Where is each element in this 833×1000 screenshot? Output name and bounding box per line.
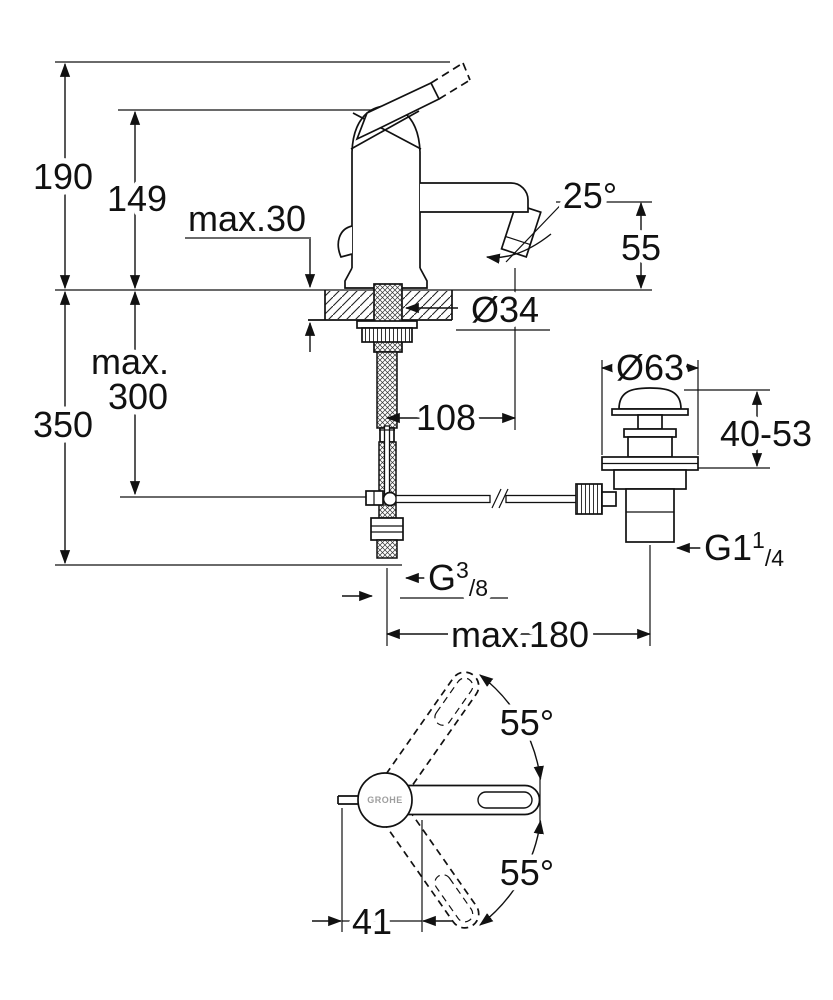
body-sides: [351, 152, 421, 268]
handle-lever-dashed-extent: [430, 62, 471, 100]
dim-handle-offset-label: 41: [352, 901, 392, 942]
rear-knob: [337, 225, 353, 259]
dim-total-depth-label: 350: [33, 404, 93, 445]
handle-lever: [355, 81, 441, 141]
thread-nipple: [376, 539, 398, 559]
horizontal-rod-left: [395, 494, 491, 504]
dim-spout-reach-label: 108: [416, 397, 476, 438]
dim-spout-angle-label: 25°: [563, 175, 617, 216]
drain-lower-body: [613, 469, 687, 490]
dome-base-plate: [611, 408, 689, 416]
pop-up-rod: [365, 425, 617, 515]
dim-overall-height-label: 190: [33, 156, 93, 197]
dim-handle-swing-up-label: 55°: [500, 702, 554, 743]
horizontal-rod-right: [505, 494, 579, 504]
drain-neck: [637, 414, 663, 430]
drain-body: [627, 436, 673, 458]
dim-center-distance-label: max.180: [451, 614, 589, 655]
deck-hatch-left: [325, 291, 373, 319]
deck-and-mounting: [308, 283, 453, 353]
dim-outlet-height-label: 55: [621, 227, 661, 268]
ball-joint: [382, 491, 398, 507]
lever-inner-contour: [477, 791, 533, 809]
lever-link: [601, 491, 617, 507]
dim-rod-length-label-2: 300: [108, 376, 168, 417]
hose-connector-nut: [370, 517, 404, 541]
mounting-nut: [361, 327, 413, 343]
knurled-adjuster: [575, 483, 603, 515]
dim-deck-thickness-label: max.30: [188, 198, 306, 239]
rod-break-marks: [491, 488, 509, 509]
dim-drain-range-label: 40-53: [720, 413, 812, 454]
drain-assembly: [601, 387, 699, 543]
dim-handle-swing-down-label: 55°: [500, 852, 554, 893]
braided-hose-upper: [376, 351, 398, 429]
washer: [356, 320, 418, 329]
dim-drain-thread-label: G11/4: [704, 527, 784, 571]
dim-supply-thread-label: G3/8: [428, 557, 488, 601]
faucet-side-view: [337, 62, 542, 289]
handle-dashed-down: [385, 809, 480, 929]
dim-hole-diameter-label: Ø34: [471, 289, 539, 330]
dim-drain-diameter-label: Ø63: [616, 347, 684, 388]
vertical-rod: [383, 425, 391, 499]
handle-pivot: [357, 772, 413, 828]
handle-dashed-up: [385, 671, 480, 791]
dim-body-height-label: 149: [107, 178, 167, 219]
pop-up-dome-cap: [618, 387, 682, 410]
deck-hatch-right: [403, 291, 452, 319]
handle-lever-top: [404, 784, 541, 816]
grohe-logo: GROHE: [367, 795, 403, 805]
spout: [420, 182, 529, 213]
dim-rod-length-label-1: max.: [91, 341, 169, 382]
drain-upper-flange: [623, 428, 677, 438]
dimensions: 190 149 max.30 25° 55 Ø34 max. 300 350 1…: [27, 62, 818, 948]
drain-tailpiece: [625, 488, 675, 543]
handle-top-view: GROHE: [337, 671, 541, 929]
